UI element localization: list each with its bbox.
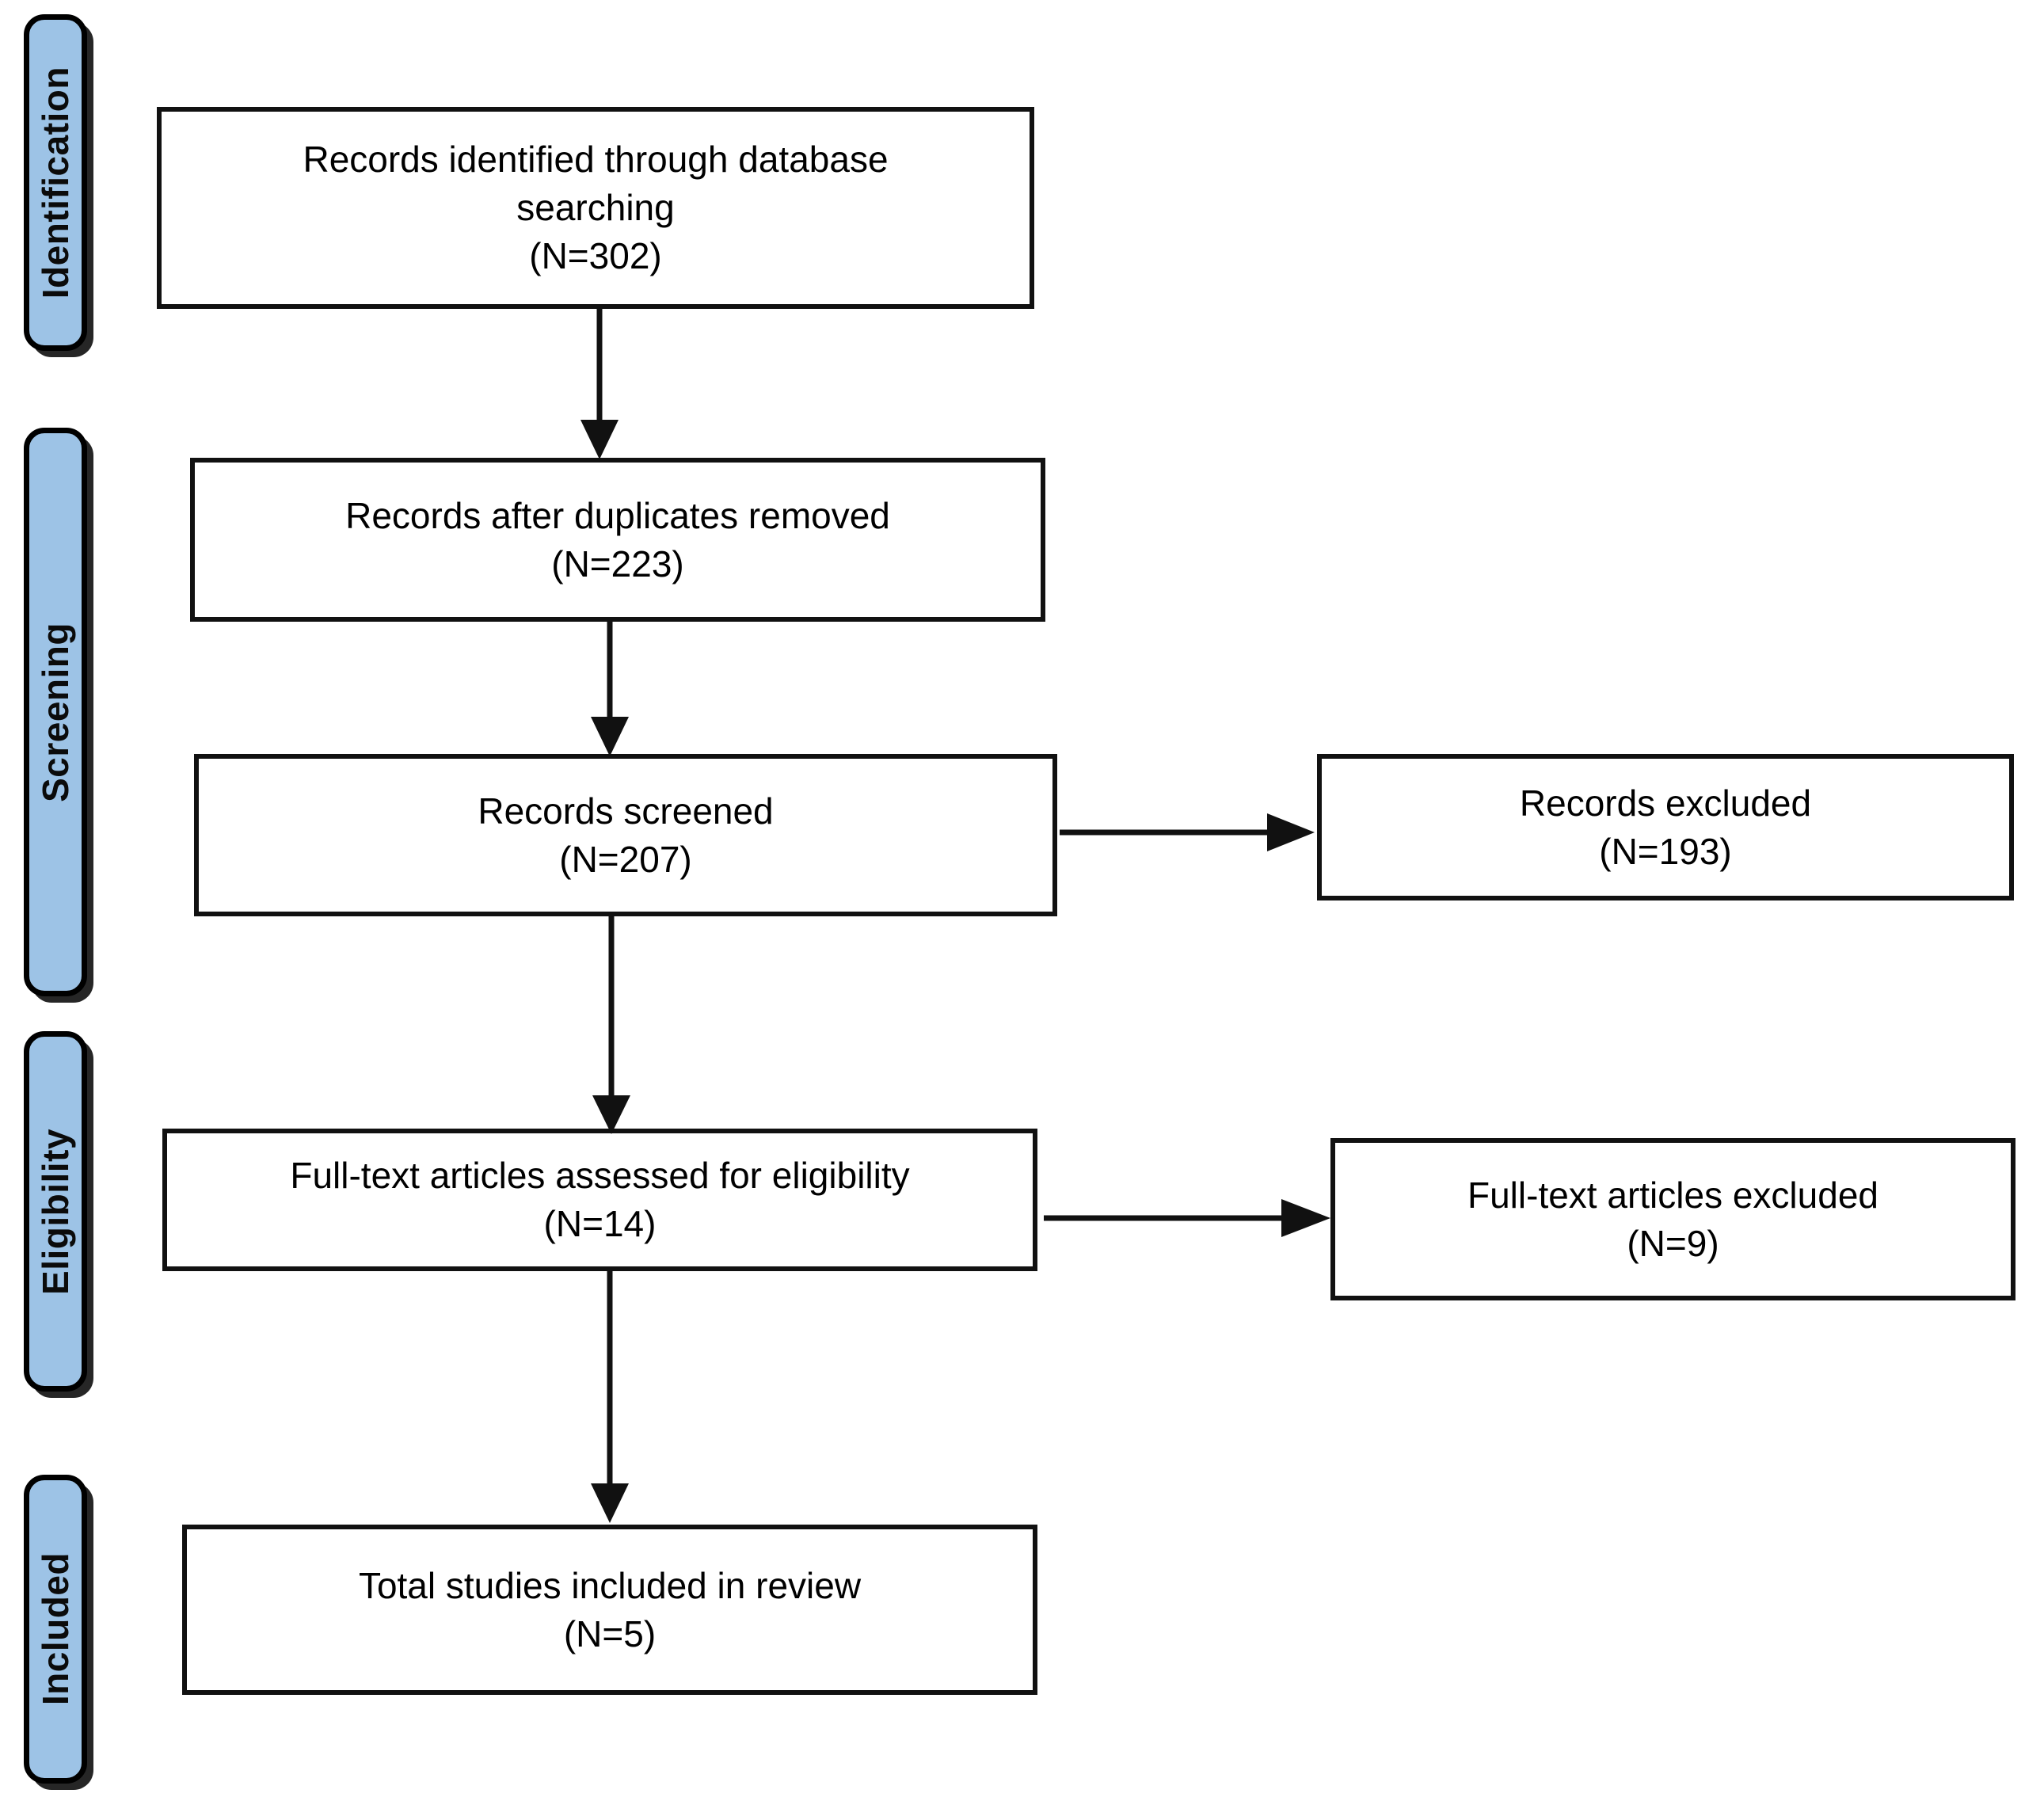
box-records-screened: Records screened (N=207) xyxy=(194,754,1057,916)
stage-label-identification: Identification xyxy=(24,14,87,351)
arrow-screened-to-records-excluded xyxy=(1060,806,1321,859)
stage-label-screening-text: Screening xyxy=(35,622,76,802)
arrow-screened-to-fulltext xyxy=(586,915,637,1137)
box-records-excluded-text: Records excluded (N=193) xyxy=(1519,782,1812,872)
box-total-included: Total studies included in review (N=5) xyxy=(182,1525,1037,1695)
box-fulltext-assessed-text: Full-text articles assessed for eligibil… xyxy=(290,1155,910,1244)
stage-label-identification-text: Identification xyxy=(35,66,76,299)
box-fulltext-excluded-text: Full-text articles excluded (N=9) xyxy=(1467,1174,1878,1264)
arrow-duplicates-to-screened xyxy=(584,620,635,759)
stage-label-screening: Screening xyxy=(24,428,87,996)
stage-label-eligibility: Eligibility xyxy=(24,1031,87,1392)
box-records-identified: Records identified through database sear… xyxy=(157,107,1034,309)
stage-label-eligibility-text: Eligibility xyxy=(35,1128,76,1295)
box-records-after-duplicates: Records after duplicates removed (N=223) xyxy=(190,458,1045,622)
box-total-included-text: Total studies included in review (N=5) xyxy=(358,1564,862,1654)
box-records-after-duplicates-text: Records after duplicates removed (N=223) xyxy=(345,494,890,584)
arrow-identified-to-duplicates xyxy=(574,307,625,462)
stage-label-included-text: Included xyxy=(35,1552,76,1706)
stage-label-included: Included xyxy=(24,1475,87,1784)
box-fulltext-assessed: Full-text articles assessed for eligibil… xyxy=(162,1129,1037,1271)
box-fulltext-excluded: Full-text articles excluded (N=9) xyxy=(1330,1138,2015,1300)
box-records-excluded: Records excluded (N=193) xyxy=(1317,754,2014,900)
arrow-fulltext-to-total-included xyxy=(584,1270,635,1527)
box-records-screened-text: Records screened (N=207) xyxy=(478,790,774,880)
box-records-identified-text: Records identified through database sear… xyxy=(303,139,889,276)
arrow-fulltext-to-fulltext-excluded xyxy=(1044,1192,1337,1244)
